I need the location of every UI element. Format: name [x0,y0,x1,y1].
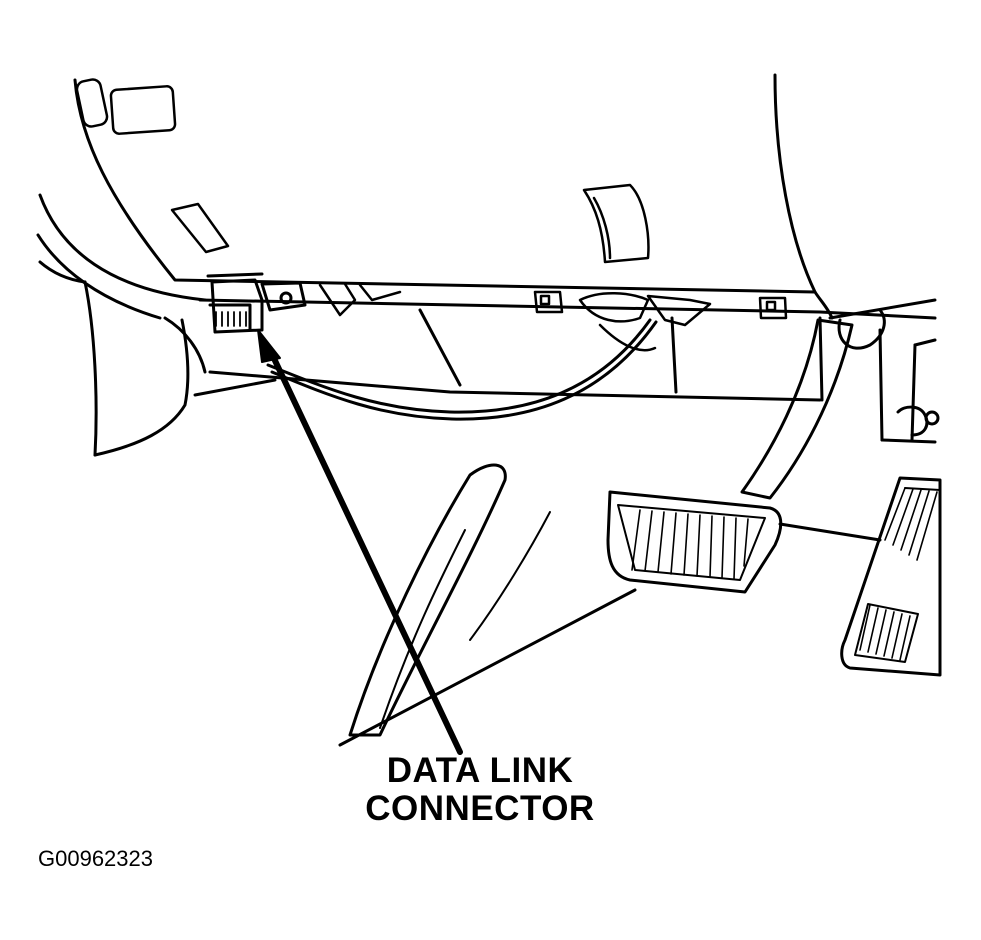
callout-label: DATA LINK CONNECTOR [300,752,660,828]
a-pillar-trim [38,260,98,457]
data-link-connector [206,272,307,334]
dash-panel [36,73,937,320]
callout-arrow [257,329,463,755]
wire-harness [266,308,886,421]
panel-cutouts [75,78,650,264]
accelerator-pedal [840,405,942,677]
figure-id: G00962323 [38,846,153,871]
lower-trim [93,298,937,457]
brackets [318,282,788,352]
callout-line-1: DATA LINK [386,751,574,790]
kick-panel [338,463,882,747]
brake-pedal [606,318,854,594]
callout-line-2: CONNECTOR [365,789,595,828]
